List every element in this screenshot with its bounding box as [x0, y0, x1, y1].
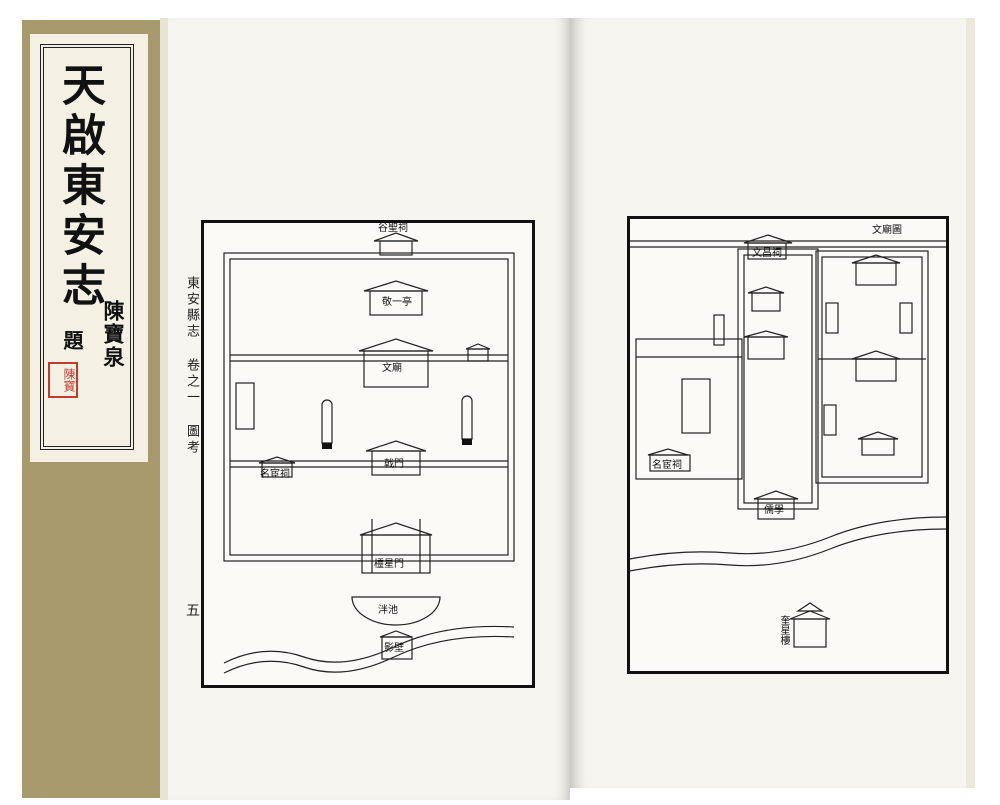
title-frame — [40, 44, 134, 450]
map-title: 文廟圖 — [872, 225, 902, 236]
label-jimen: 戟門 — [384, 459, 404, 470]
label-screen-wall: 影壁 — [384, 643, 404, 654]
margin-running-title: 東安縣志 卷之一 圖考 — [184, 276, 199, 456]
label-lingxing-gate: 欞星門 — [374, 559, 404, 570]
label-mingguan-shrine: 名宦祠 — [652, 460, 682, 471]
page-number: 五 — [186, 603, 200, 619]
right-page-edge — [966, 18, 975, 788]
label-pan-pond: 泮池 — [378, 605, 398, 616]
left-temple-map: 谷聖祠 敬一亭 文廟 戟門 名宦祠 欞星門 泮池 影壁 — [201, 220, 535, 688]
label-jingyi-pavilion: 敬一亭 — [382, 297, 412, 308]
label-guyu-shrine: 谷聖祠 — [378, 223, 408, 234]
label-mingxian-shrine: 名宦祠 — [260, 469, 290, 480]
label-ruxue: 儒學 — [764, 505, 784, 516]
right-temple-map: 文廟圖 文昌祠 名宦祠 儒學 奎星樓 — [627, 216, 949, 674]
label-kuixing-tower: 奎星樓 — [778, 615, 789, 645]
left-map-drawing — [223, 232, 515, 674]
inscriber-name: 陳寶泉 — [101, 300, 126, 369]
left-page-edge — [160, 18, 168, 800]
right-map-drawing — [629, 234, 947, 648]
label-wenchang-shrine: 文昌祠 — [752, 248, 782, 259]
red-seal: 陳寶 — [48, 362, 78, 398]
label-wenmiao: 文廟 — [382, 363, 402, 374]
book-title: 天啟東安志 — [54, 62, 105, 312]
inscription-mark: 題 — [60, 330, 84, 350]
